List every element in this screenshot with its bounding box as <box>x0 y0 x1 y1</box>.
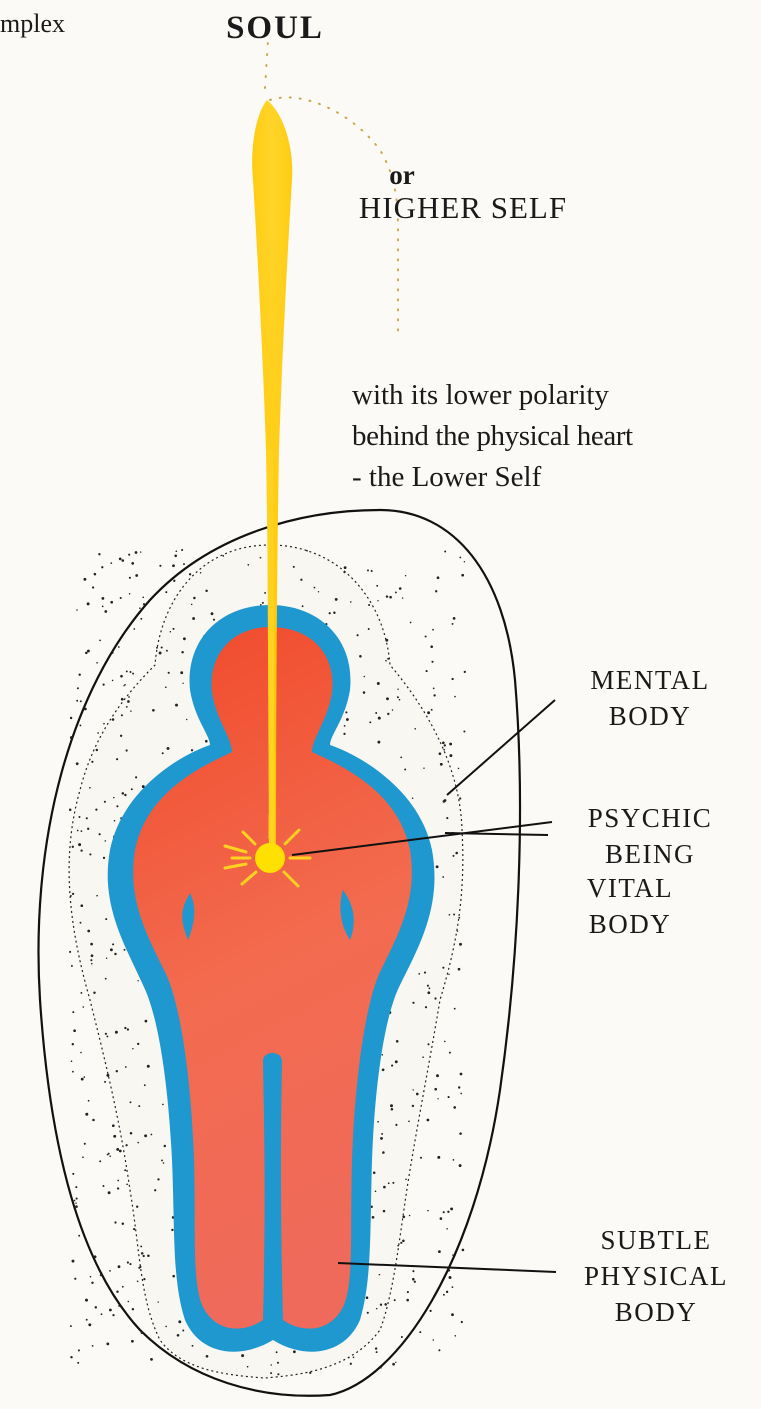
psychic-label-line-2: BEING <box>550 836 750 872</box>
vital-body-label: VITAL BODY <box>530 870 730 942</box>
mental-leader <box>447 700 555 795</box>
subtle-label-line-1: SUBTLE <box>556 1222 756 1258</box>
soul-title: SOUL <box>200 10 350 46</box>
corner-text: mplex <box>0 9 65 39</box>
or-text: or <box>382 160 422 191</box>
caption-line-3: - the Lower Self <box>352 457 752 498</box>
subtle-label-line-3: BODY <box>556 1294 756 1330</box>
subtle-physical-body-label: SUBTLE PHYSICAL BODY <box>556 1222 756 1330</box>
psychic-being-label: PSYCHIC BEING <box>550 800 750 872</box>
psychic-being-core <box>255 843 285 873</box>
mental-label-line-2: BODY <box>550 698 750 734</box>
caption-line-2: behind the physical heart <box>352 416 752 457</box>
subtle-label-line-2: PHYSICAL <box>556 1258 756 1294</box>
dotted-trail-top <box>265 40 268 88</box>
soul-cord <box>270 450 272 858</box>
mental-body-label: MENTAL BODY <box>550 662 750 734</box>
vital-label-line-1: VITAL <box>530 870 730 906</box>
higher-self-title: HIGHER SELF <box>318 190 608 226</box>
mental-label-line-1: MENTAL <box>550 662 750 698</box>
psychic-label-line-1: PSYCHIC <box>550 800 750 836</box>
caption-line-1: with its lower polarity <box>352 375 752 416</box>
lower-self-caption: with its lower polarity behind the physi… <box>352 375 752 498</box>
vital-label-line-2: BODY <box>530 906 730 942</box>
